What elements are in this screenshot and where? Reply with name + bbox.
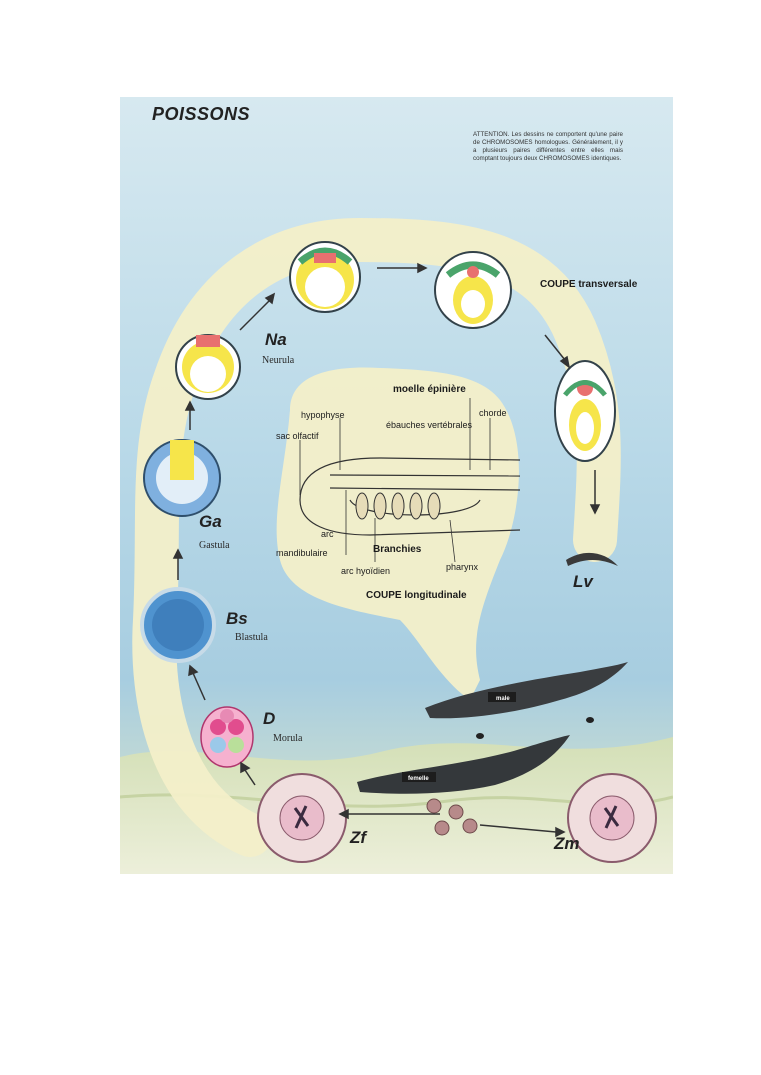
zygote-male: [567, 773, 657, 863]
gill-arches: [355, 492, 441, 520]
label-hypophyse: hypophyse: [301, 410, 345, 420]
label-pharynx: pharynx: [446, 562, 479, 572]
label-female-fish: femelle: [408, 776, 429, 782]
coupe-transversale-label: COUPE transversale: [540, 279, 638, 290]
zygote-female-abbr: Zf: [350, 828, 367, 847]
neurula-abbr: Na: [265, 330, 287, 349]
label-chorde: chorde: [479, 408, 507, 418]
morula-embryo: [200, 706, 254, 768]
female-fish: [357, 735, 570, 794]
morula-label: Morula: [273, 733, 303, 744]
leader-lines: [299, 398, 491, 563]
blastula-label: Blastula: [235, 632, 268, 643]
zygote-male-abbr: Zm: [554, 834, 580, 853]
coupe-longitudinale-label: COUPE longitudinale: [366, 590, 467, 601]
gametes: [426, 717, 594, 836]
neurula-label: Neurula: [262, 355, 295, 366]
blastula-abbr: Bs: [226, 609, 248, 628]
label-ebauches: ébauches vertébrales: [386, 420, 473, 430]
page-title: POISSONS: [152, 104, 251, 124]
neurula-section-1: [175, 334, 241, 400]
cycle-arrows: [172, 262, 601, 838]
blastula-embryo: [140, 587, 216, 663]
gastrula-label: Gastula: [199, 540, 230, 551]
zygote-female: [257, 773, 347, 863]
label-arc-mandibulaire-2: mandibulaire: [276, 548, 328, 558]
female-tag-box: [402, 772, 436, 782]
male-tag-box: [488, 692, 516, 702]
label-moelle: moelle épinière: [393, 384, 466, 395]
label-male-fish: male: [496, 696, 510, 702]
larva-shape: [566, 552, 618, 566]
neurula-section-2: [289, 241, 361, 313]
neurula-section-3: [434, 251, 512, 329]
label-arc-hyoidien: arc hyoïdien: [341, 566, 391, 576]
gastrula-embryo: [143, 439, 221, 517]
morula-abbr: D: [263, 709, 276, 728]
longitudinal-section: [299, 457, 521, 536]
label-sac-olfactif: sac olfactif: [276, 431, 319, 441]
male-fish: [425, 662, 628, 719]
larva-abbr: Lv: [573, 572, 593, 591]
gastrula-abbr: Ga: [199, 512, 222, 531]
label-branchies: Branchies: [373, 544, 422, 555]
attention-note: ATTENTION. Les dessins ne comportent qu'…: [473, 131, 623, 162]
label-arc-mandibulaire-1: arc: [321, 529, 334, 539]
cycle-ring: [132, 217, 621, 857]
neurula-section-4: [554, 360, 616, 462]
